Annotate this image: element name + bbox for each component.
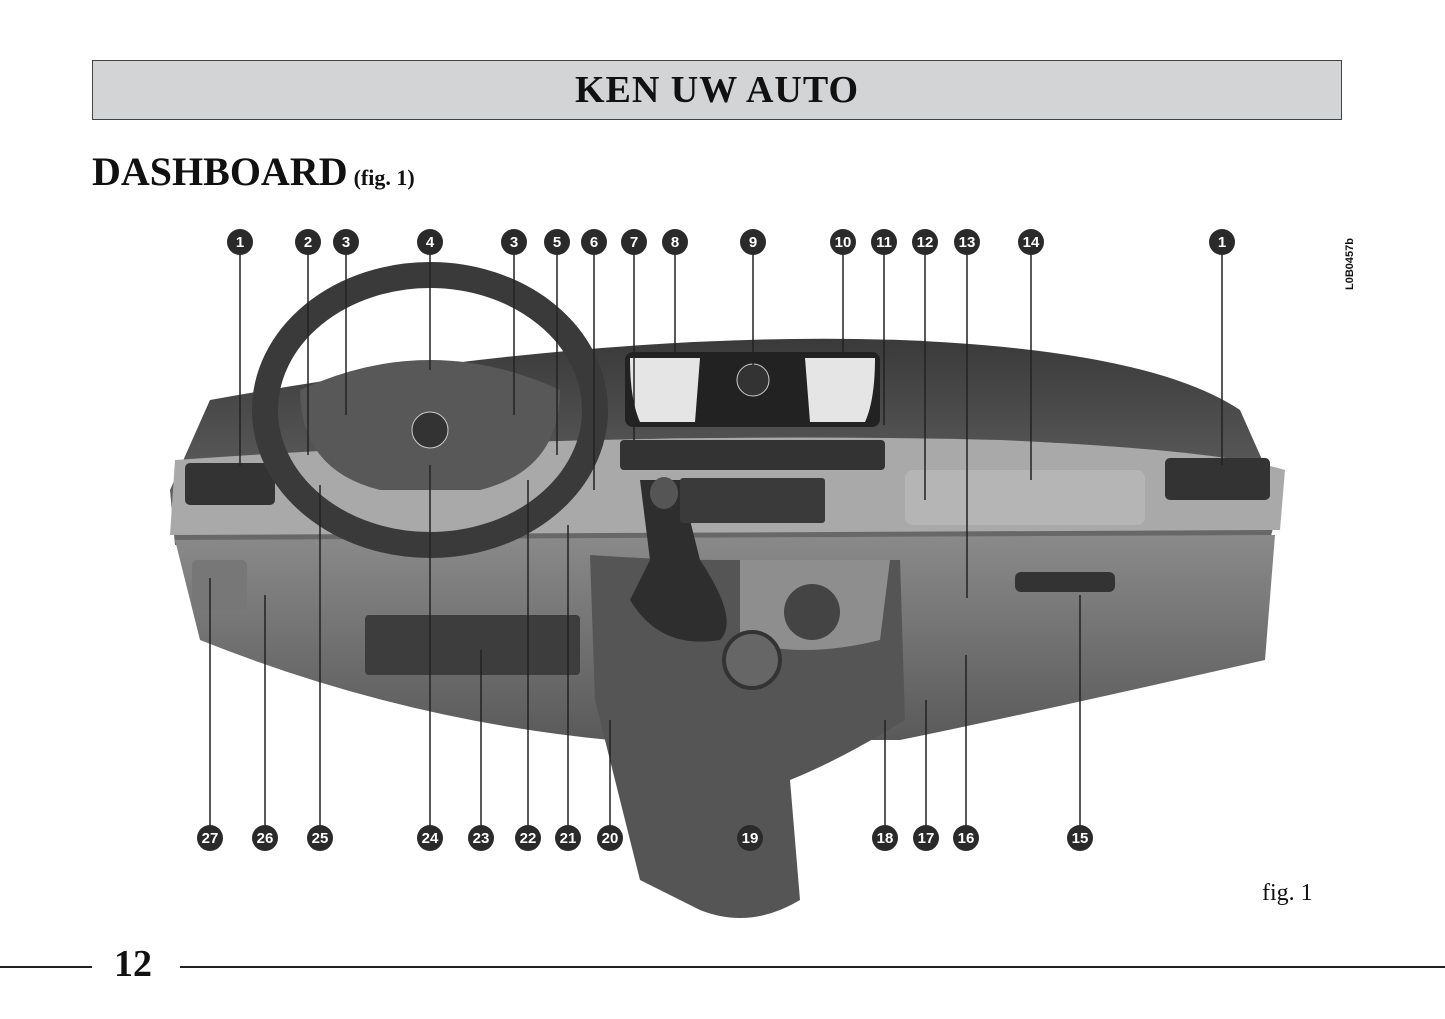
header-title: KEN UW AUTO [574,69,860,111]
callout-number: 14 [1023,234,1040,251]
callout-number: 17 [918,830,935,847]
header-banner: KEN UW AUTO [92,60,1342,120]
callout-circle [871,229,897,255]
callout-number: 11 [876,234,892,251]
section-title-text: DASHBOARD [92,149,348,194]
section-title: DASHBOARD(fig. 1) [92,148,415,195]
callout-circle [307,825,333,851]
callout-8: 8 [662,229,688,355]
callout-number: 10 [835,234,852,251]
callout-circle [544,229,570,255]
callout-circle [417,825,443,851]
callout-circle [252,825,278,851]
callout-circle [468,825,494,851]
callout-6: 6 [581,229,607,490]
callout-7: 7 [621,229,647,440]
callout-25: 25 [307,485,333,851]
callout-5: 5 [544,229,570,455]
callout-12: 12 [912,229,938,500]
callout-26: 26 [252,595,278,851]
callout-circle [953,825,979,851]
callout-number: 25 [312,830,329,847]
callout-23: 23 [468,650,494,851]
callout-circle [740,229,766,255]
callout-1: 1 [227,229,253,465]
callout-number: 2 [304,234,312,251]
callout-circle [555,825,581,851]
footer-rule-right [180,966,1445,968]
callout-number: 1 [236,234,244,251]
callout-number: 24 [422,830,439,847]
callout-1: 1 [1209,229,1235,465]
callout-number: 22 [520,830,537,847]
callout-13: 13 [954,229,980,598]
callout-number: 3 [510,234,518,251]
callout-number: 3 [342,234,350,251]
callout-2: 2 [295,229,321,455]
callout-circle [1209,229,1235,255]
callout-21: 21 [555,525,581,851]
callout-number: 26 [257,830,274,847]
callout-circle [197,825,223,851]
callout-number: 1 [1218,234,1226,251]
callout-14: 14 [1018,229,1044,480]
callout-circle [1067,825,1093,851]
callout-circle [1018,229,1044,255]
callout-number: 9 [749,234,757,251]
callout-27: 27 [197,578,223,851]
callout-circle [581,229,607,255]
callout-19: 19 [737,825,763,851]
callout-number: 7 [630,234,638,251]
callout-9: 9 [740,229,766,365]
callout-number: 6 [590,234,598,251]
callout-circle [872,825,898,851]
callout-3: 3 [501,229,527,415]
callout-circle [417,229,443,255]
callout-number: 16 [958,830,975,847]
callout-number: 12 [917,234,934,251]
section-subtitle: (fig. 1) [353,165,415,190]
callout-4: 4 [417,229,443,370]
page-number: 12 [114,943,152,985]
callout-circle [501,229,527,255]
callout-number: 18 [877,830,894,847]
dashboard-illustration [170,262,1285,918]
callout-17: 17 [913,700,939,851]
callout-circle [662,229,688,255]
callout-circle [597,825,623,851]
callout-24: 24 [417,465,443,851]
callout-number: 19 [742,830,759,847]
callout-3: 3 [333,229,359,415]
callout-number: 21 [560,830,577,847]
callout-20: 20 [597,720,623,851]
callout-number: 20 [602,830,619,847]
callout-circle [830,229,856,255]
callout-number: 4 [426,234,435,251]
callout-number: 15 [1072,830,1089,847]
callout-number: 13 [959,234,976,251]
callout-circle [621,229,647,255]
footer-rule-left [0,966,92,968]
callout-11: 11 [871,229,897,425]
callout-16: 16 [953,655,979,851]
callout-circle [913,825,939,851]
callout-number: 8 [671,234,679,251]
callout-18: 18 [872,720,898,851]
callout-circle [954,229,980,255]
callout-circle [515,825,541,851]
callout-10: 10 [830,229,856,355]
callout-number: 23 [473,830,490,847]
callout-15: 15 [1067,595,1093,851]
callout-number: 5 [553,234,561,251]
callout-circle [912,229,938,255]
callout-number: 27 [202,830,219,847]
callout-circle [295,229,321,255]
callout-circle [737,825,763,851]
callout-circle [333,229,359,255]
callout-22: 22 [515,480,541,851]
figure-caption: fig. 1 [1262,880,1313,906]
callout-circle [227,229,253,255]
